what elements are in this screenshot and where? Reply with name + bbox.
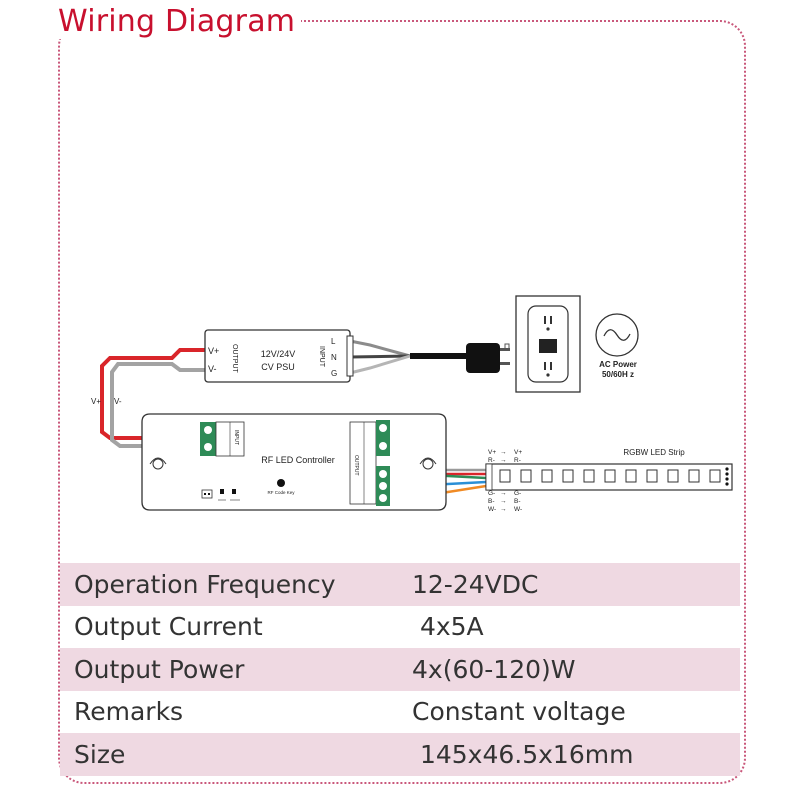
controller-output-label: OUTPUT: [353, 455, 359, 476]
rf-code-key-label: RF Code Key: [267, 490, 295, 495]
pin-to-b: B-: [514, 498, 521, 505]
rgbw-led-strip: [485, 463, 733, 491]
psu-vplus-label: V+: [208, 346, 219, 356]
ac-power-symbol-icon: [595, 313, 639, 357]
spec-key: Output Power: [74, 654, 245, 684]
pin-to-w: W-: [514, 506, 522, 513]
pin-from-b: B-: [488, 498, 495, 505]
pin-arrow-icon: →: [500, 506, 507, 513]
strip-pin-map: V+ → V+ R- → R- G- → G- B- → B- W- → W-: [488, 449, 522, 513]
spec-row-output-power: Output Power 4x(60-120)W: [60, 648, 740, 691]
feed-vminus-label: V-: [114, 397, 122, 406]
pin-arrow-icon: →: [500, 490, 507, 497]
pin-from-r: R-: [488, 457, 495, 464]
spec-key: Remarks: [74, 697, 184, 727]
spec-row-output-current: Output Current 4x5A: [60, 606, 740, 649]
strip-name-label: RGBW LED Strip: [623, 448, 685, 457]
page-title: Wiring Diagram: [58, 4, 302, 39]
psu-name-line1: 12V/24V: [261, 349, 296, 359]
spec-value: 12-24VDC: [412, 569, 539, 599]
content-frame: [58, 20, 746, 784]
feed-vplus-label: V+: [91, 397, 101, 406]
ac-frequency-label: 50/60H z: [602, 370, 634, 379]
pin-to-r: R-: [514, 457, 521, 464]
spec-row-size: Size 145x46.5x16mm: [60, 733, 740, 776]
psu-vminus-label: V-: [208, 364, 217, 374]
ac-power-label: AC Power: [599, 360, 637, 369]
pin-from-vplus: V+: [488, 449, 496, 456]
spec-row-operation-frequency: Operation Frequency 12-24VDC: [60, 563, 740, 606]
controller-input-label: INPUT: [233, 430, 239, 445]
psu-terminal-n: N: [331, 353, 337, 362]
spec-value: 4x(60-120)W: [412, 654, 576, 684]
controller-input-terminal: [200, 422, 216, 456]
psu-terminal-g: G: [331, 369, 337, 378]
pin-arrow-icon: →: [500, 449, 507, 456]
psu-input-label: INPUT: [318, 346, 325, 368]
spec-table: Operation Frequency 12-24VDC Output Curr…: [60, 563, 740, 776]
rf-led-controller: INPUT OUTPUT RF LED Controller RF Code K…: [141, 413, 447, 511]
spec-value: Constant voltage: [412, 697, 626, 727]
spec-key: Size: [74, 739, 126, 769]
ac-plug-icon: [466, 343, 510, 373]
spec-key: Operation Frequency: [74, 569, 336, 599]
controller-name-label: RF LED Controller: [261, 455, 335, 465]
pin-to-vplus: V+: [514, 449, 522, 456]
pin-arrow-icon: →: [500, 457, 507, 464]
psu-terminal-l: L: [331, 337, 336, 346]
spec-value: 4x5A: [412, 612, 484, 642]
psu-name-line2: CV PSU: [261, 362, 295, 372]
wiring-diagram: V+ V- OUTPUT 12V/24V CV PSU INPUT L N G …: [91, 295, 733, 513]
psu-output-label: OUTPUT: [231, 344, 238, 374]
pin-from-w: W-: [488, 506, 496, 513]
rf-code-key-button: [277, 479, 285, 487]
cv-psu: V+ V- OUTPUT 12V/24V CV PSU INPUT L N G: [204, 329, 354, 383]
spec-key: Output Current: [74, 612, 263, 642]
wall-outlet-icon: [515, 295, 581, 393]
pin-arrow-icon: →: [500, 498, 507, 505]
pin-to-g: G-: [514, 490, 521, 497]
wire-ac-cable: [349, 339, 466, 375]
pin-from-g: G-: [488, 490, 495, 497]
spec-row-remarks: Remarks Constant voltage: [60, 691, 740, 734]
spec-value: 145x46.5x16mm: [412, 739, 634, 769]
